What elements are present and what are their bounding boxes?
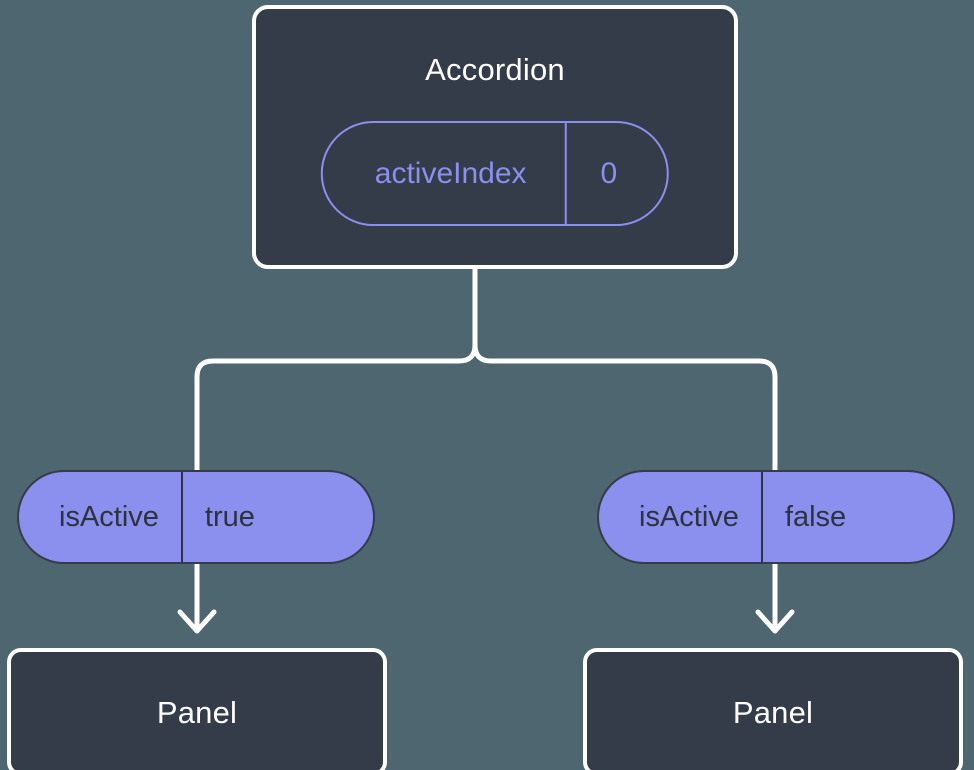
prop-key-label-left: isActive xyxy=(59,500,159,533)
panel-node-right[interactable]: Panel xyxy=(583,648,963,770)
prop-pill-left[interactable]: isActive true xyxy=(17,470,375,564)
panel-node-title-left: Panel xyxy=(156,694,238,730)
arrowhead-left-icon xyxy=(177,609,217,634)
accordion-state-pill[interactable]: activeIndex 0 xyxy=(320,121,670,226)
accordion-node[interactable]: Accordion activeIndex 0 xyxy=(252,5,738,269)
prop-value-label-left: true xyxy=(180,472,295,562)
prop-pill-right[interactable]: isActive false xyxy=(597,470,955,564)
accordion-node-title: Accordion xyxy=(425,52,565,87)
connector-root-to-left-branch xyxy=(194,266,478,473)
prop-key-label-right: isActive xyxy=(639,500,739,533)
state-key-label: activeIndex xyxy=(374,156,527,190)
arrowhead-right-icon xyxy=(755,609,795,634)
connector-root-to-right-branch xyxy=(472,266,778,473)
panel-node-title-right: Panel xyxy=(732,694,814,730)
state-value-label: 0 xyxy=(564,123,668,224)
prop-value-label-right: false xyxy=(760,472,886,562)
panel-node-left[interactable]: Panel xyxy=(7,648,387,770)
